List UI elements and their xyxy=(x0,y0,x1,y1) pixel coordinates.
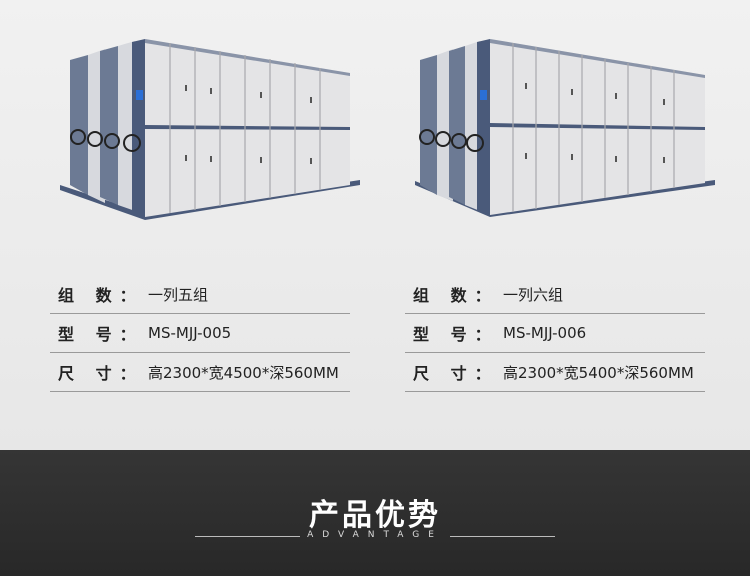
mobile-shelf-image-2 xyxy=(415,39,715,217)
spec-table-1: 组 数： 一列五组 型 号： MS-MJJ-005 尺 寸： 高2300*宽45… xyxy=(50,275,350,392)
group-value: 一列六组 xyxy=(503,285,564,304)
group-label: 组 数： xyxy=(413,286,499,305)
size-label: 尺 寸： xyxy=(58,364,144,383)
spec-row-group: 组 数： 一列五组 xyxy=(50,275,350,314)
model-value: MS-MJJ-005 xyxy=(148,324,232,342)
mobile-shelf-image-1 xyxy=(60,39,360,220)
advantage-banner: 产品优势 ADVANTAGE xyxy=(0,450,750,576)
group-label: 组 数： xyxy=(58,286,144,305)
spec-table-2: 组 数： 一列六组 型 号： MS-MJJ-006 尺 寸： 高2300*宽54… xyxy=(405,275,705,392)
group-value: 一列五组 xyxy=(148,285,209,304)
product-card-2: 组 数： 一列六组 型 号： MS-MJJ-006 尺 寸： 高2300*宽54… xyxy=(405,0,715,450)
spec-row-model: 型 号： MS-MJJ-006 xyxy=(405,314,705,353)
divider-line-right xyxy=(450,536,555,537)
model-label: 型 号： xyxy=(413,325,499,344)
model-label: 型 号： xyxy=(58,325,144,344)
product-card-1: 组 数： 一列五组 型 号： MS-MJJ-005 尺 寸： 高2300*宽45… xyxy=(50,0,360,450)
product-section: 组 数： 一列五组 型 号： MS-MJJ-005 尺 寸： 高2300*宽45… xyxy=(0,0,750,450)
model-value: MS-MJJ-006 xyxy=(503,324,587,342)
divider-line-left xyxy=(195,536,300,537)
spec-row-group: 组 数： 一列六组 xyxy=(405,275,705,314)
advantage-subtitle: ADVANTAGE xyxy=(307,530,443,540)
spec-row-model: 型 号： MS-MJJ-005 xyxy=(50,314,350,353)
size-value: 高2300*宽5400*深560MM xyxy=(503,363,694,382)
spec-row-size: 尺 寸： 高2300*宽5400*深560MM xyxy=(405,353,705,392)
size-value: 高2300*宽4500*深560MM xyxy=(148,363,339,382)
size-label: 尺 寸： xyxy=(413,364,499,383)
advantage-title: 产品优势 xyxy=(309,498,441,533)
spec-row-size: 尺 寸： 高2300*宽4500*深560MM xyxy=(50,353,350,392)
